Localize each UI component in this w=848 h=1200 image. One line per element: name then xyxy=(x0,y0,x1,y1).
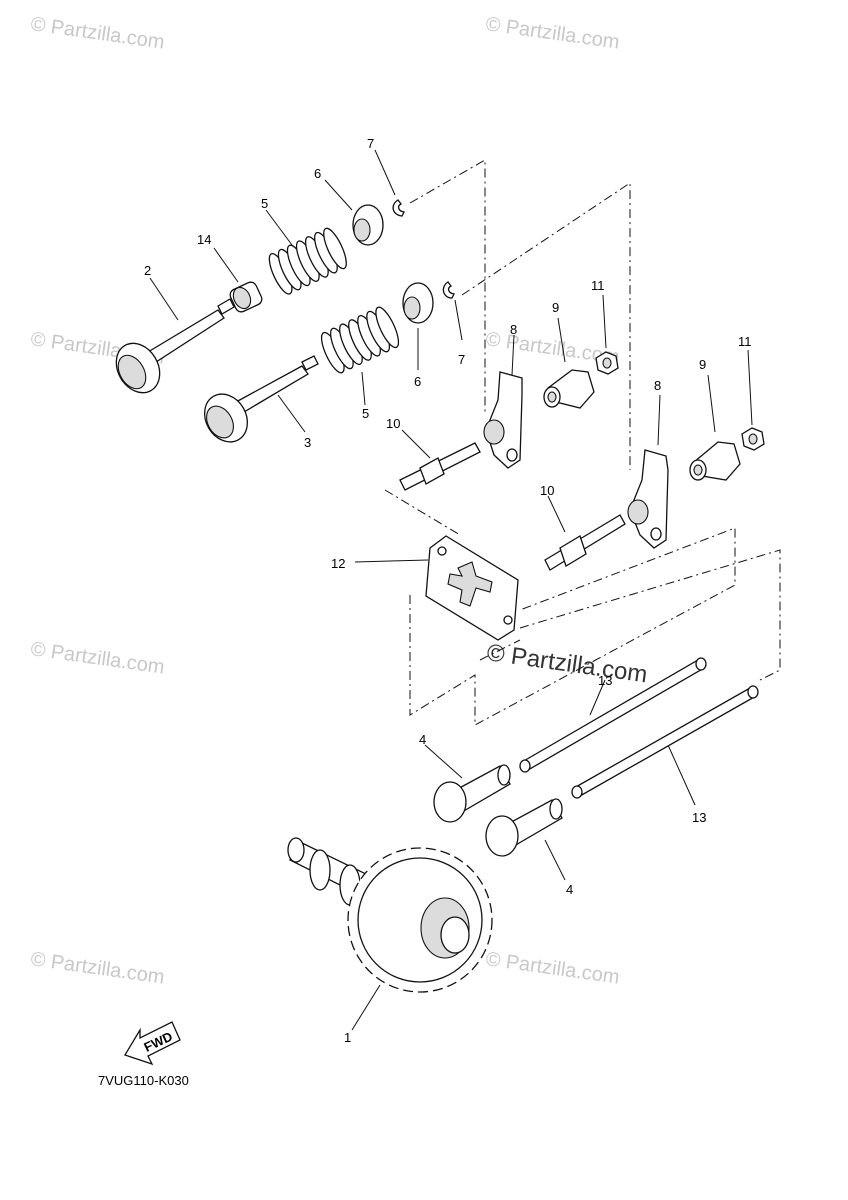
assembly-lines xyxy=(384,159,781,726)
nut-b xyxy=(741,349,765,451)
valve-lifter-a xyxy=(424,744,511,823)
guide-plate xyxy=(354,535,519,641)
stud-b xyxy=(544,495,626,571)
pivot-b xyxy=(689,374,741,481)
label-7: 7 xyxy=(367,136,374,151)
label-10: 10 xyxy=(540,483,554,498)
cotter-lower xyxy=(442,281,463,341)
label-6: 6 xyxy=(314,166,321,181)
valve-exhaust xyxy=(115,277,235,394)
rocker-arm-b xyxy=(627,394,669,549)
retainer-lower xyxy=(402,282,434,370)
push-rod-b xyxy=(571,685,759,806)
label-5: 5 xyxy=(362,406,369,421)
push-rod-a xyxy=(519,657,707,773)
pivot-a xyxy=(543,317,595,409)
label-11: 11 xyxy=(591,278,605,293)
label-8: 8 xyxy=(654,378,661,393)
label-10: 10 xyxy=(386,416,400,431)
part-labels: 1 2 3 4 4 5 5 6 6 7 7 8 8 9 9 10 10 11 1… xyxy=(144,136,752,1045)
label-11: 11 xyxy=(738,334,752,349)
spring-upper xyxy=(265,209,347,295)
valve-intake xyxy=(203,355,319,443)
label-14: 14 xyxy=(197,232,211,247)
stud-a xyxy=(399,429,481,491)
label-9: 9 xyxy=(552,300,559,315)
diagram-code: 7VUG110-K030 xyxy=(98,1073,189,1088)
valve-lifter-b xyxy=(485,798,566,881)
label-7: 7 xyxy=(458,352,465,367)
watermark: © Partzilla.com xyxy=(29,948,166,989)
label-13: 13 xyxy=(692,810,706,825)
cotter-upper xyxy=(374,149,405,217)
watermarks: © Partzilla.com © Partzilla.com © Partzi… xyxy=(29,13,649,989)
label-6: 6 xyxy=(414,374,421,389)
spring-lower xyxy=(320,306,400,406)
label-8: 8 xyxy=(510,322,517,337)
watermark: © Partzilla.com xyxy=(484,948,621,989)
watermark: © Partzilla.com xyxy=(29,638,166,679)
label-4: 4 xyxy=(419,732,426,747)
label-3: 3 xyxy=(304,435,311,450)
fwd-arrow-icon: FWD xyxy=(124,1021,181,1066)
label-2: 2 xyxy=(144,263,151,278)
stem-seal xyxy=(213,247,263,313)
retainer-upper xyxy=(324,179,384,246)
rocker-arm-a xyxy=(483,334,523,469)
label-1: 1 xyxy=(344,1030,351,1045)
label-5: 5 xyxy=(261,196,268,211)
watermark-center: © Partzilla.com xyxy=(485,639,649,688)
label-4: 4 xyxy=(566,882,573,897)
label-13: 13 xyxy=(598,673,612,688)
camshaft xyxy=(287,837,493,1031)
watermark: © Partzilla.com xyxy=(484,13,621,54)
label-9: 9 xyxy=(699,357,706,372)
watermark: © Partzilla.com xyxy=(29,13,166,54)
label-12: 12 xyxy=(331,556,345,571)
nut-a xyxy=(595,294,619,375)
